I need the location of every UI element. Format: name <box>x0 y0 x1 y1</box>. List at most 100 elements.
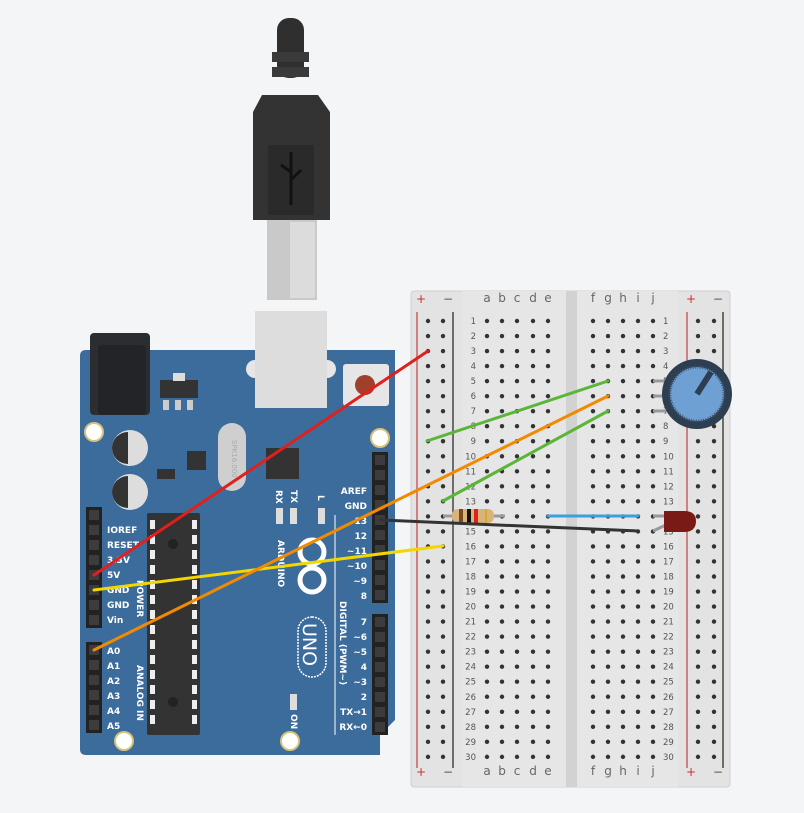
breadboard-hole[interactable] <box>590 559 596 564</box>
rail-hole[interactable] <box>440 348 446 354</box>
breadboard-hole[interactable] <box>484 333 490 339</box>
rail-hole[interactable] <box>695 454 701 459</box>
breadboard-hole[interactable] <box>635 709 641 714</box>
header-pin[interactable] <box>375 662 385 672</box>
rail-hole[interactable] <box>425 724 431 730</box>
breadboard-hole[interactable] <box>499 544 505 549</box>
breadboard-hole[interactable] <box>605 664 611 669</box>
breadboard-hole[interactable] <box>620 679 626 684</box>
rail-hole[interactable] <box>440 363 446 369</box>
rail-hole[interactable] <box>711 649 717 654</box>
header-pin[interactable] <box>375 455 385 465</box>
breadboard-hole[interactable] <box>605 634 611 639</box>
header-pin[interactable] <box>375 722 385 732</box>
breadboard-hole[interactable] <box>530 649 536 654</box>
breadboard-hole[interactable] <box>499 739 505 745</box>
pot-plus-wire[interactable] <box>425 379 610 443</box>
rail-hole[interactable] <box>425 454 431 459</box>
rail-hole[interactable] <box>695 439 701 444</box>
breadboard-hole[interactable] <box>545 484 551 489</box>
resistor[interactable] <box>443 509 505 523</box>
breadboard-hole[interactable] <box>605 559 611 564</box>
breadboard-hole[interactable] <box>620 709 626 714</box>
breadboard-hole[interactable] <box>635 348 641 354</box>
breadboard-hole[interactable] <box>605 333 611 339</box>
breadboard-hole[interactable] <box>514 694 520 699</box>
rail-hole[interactable] <box>425 604 431 609</box>
header-pin[interactable] <box>375 485 385 495</box>
breadboard-hole[interactable] <box>620 393 626 399</box>
breadboard-hole[interactable] <box>484 634 490 639</box>
breadboard-hole[interactable] <box>530 544 536 549</box>
breadboard-hole[interactable] <box>514 544 520 549</box>
breadboard-hole[interactable] <box>590 408 596 414</box>
breadboard-hole[interactable] <box>590 739 596 745</box>
rail-hole[interactable] <box>440 649 446 654</box>
breadboard-hole[interactable] <box>514 348 520 354</box>
breadboard-hole[interactable] <box>545 529 551 534</box>
breadboard-hole[interactable] <box>499 649 505 654</box>
breadboard-hole[interactable] <box>620 619 626 624</box>
breadboard-hole[interactable] <box>530 739 536 745</box>
breadboard-hole[interactable] <box>530 454 536 459</box>
breadboard-hole[interactable] <box>545 679 551 684</box>
breadboard-hole[interactable] <box>545 694 551 699</box>
breadboard-hole[interactable] <box>484 664 490 669</box>
breadboard-hole[interactable] <box>605 454 611 459</box>
breadboard-hole[interactable] <box>530 514 536 519</box>
breadboard-hole[interactable] <box>605 424 611 429</box>
rail-hole[interactable] <box>711 454 717 459</box>
breadboard-hole[interactable] <box>635 454 641 459</box>
breadboard-hole[interactable] <box>484 439 490 444</box>
breadboard-hole[interactable] <box>635 363 641 369</box>
header-pin[interactable] <box>375 500 385 510</box>
rail-hole[interactable] <box>695 754 701 760</box>
breadboard-hole[interactable] <box>484 348 490 354</box>
breadboard-hole[interactable] <box>635 604 641 609</box>
breadboard-hole[interactable] <box>620 408 626 414</box>
breadboard-hole[interactable] <box>635 544 641 549</box>
breadboard-hole[interactable] <box>530 709 536 714</box>
rail-hole[interactable] <box>711 604 717 609</box>
breadboard-hole[interactable] <box>530 679 536 684</box>
rail-hole[interactable] <box>440 393 446 399</box>
analog-header[interactable] <box>86 642 102 733</box>
breadboard-hole[interactable] <box>620 559 626 564</box>
breadboard-hole[interactable] <box>620 454 626 459</box>
breadboard-hole[interactable] <box>484 574 490 579</box>
breadboard-hole[interactable] <box>499 574 505 579</box>
rail-hole[interactable] <box>425 664 431 669</box>
breadboard-hole[interactable] <box>650 574 656 579</box>
rail-hole[interactable] <box>695 664 701 669</box>
rail-hole[interactable] <box>440 754 446 760</box>
breadboard-hole[interactable] <box>590 724 596 730</box>
header-pin[interactable] <box>375 632 385 642</box>
header-pin[interactable] <box>375 530 385 540</box>
breadboard-hole[interactable] <box>590 393 596 399</box>
rail-hole[interactable] <box>425 529 431 534</box>
rail-hole[interactable] <box>711 739 717 745</box>
breadboard-hole[interactable] <box>530 664 536 669</box>
breadboard-hole[interactable] <box>530 348 536 354</box>
breadboard-hole[interactable] <box>514 484 520 489</box>
rail-hole[interactable] <box>440 634 446 639</box>
breadboard-hole[interactable] <box>650 318 656 324</box>
rail-hole[interactable] <box>425 363 431 369</box>
breadboard-hole[interactable] <box>514 604 520 609</box>
breadboard-hole[interactable] <box>590 424 596 429</box>
rail-hole[interactable] <box>711 318 717 324</box>
rail-hole[interactable] <box>440 378 446 384</box>
breadboard-hole[interactable] <box>545 469 551 474</box>
breadboard-hole[interactable] <box>545 393 551 399</box>
rail-hole[interactable] <box>425 469 431 474</box>
breadboard-hole[interactable] <box>499 754 505 760</box>
breadboard-hole[interactable] <box>620 333 626 339</box>
pot-minus-wire[interactable] <box>441 409 610 503</box>
breadboard-hole[interactable] <box>545 649 551 654</box>
rail-hole[interactable] <box>695 469 701 474</box>
breadboard-hole[interactable] <box>499 439 505 444</box>
rail-hole[interactable] <box>440 484 446 489</box>
rail-hole[interactable] <box>711 499 717 504</box>
breadboard-hole[interactable] <box>650 619 656 624</box>
